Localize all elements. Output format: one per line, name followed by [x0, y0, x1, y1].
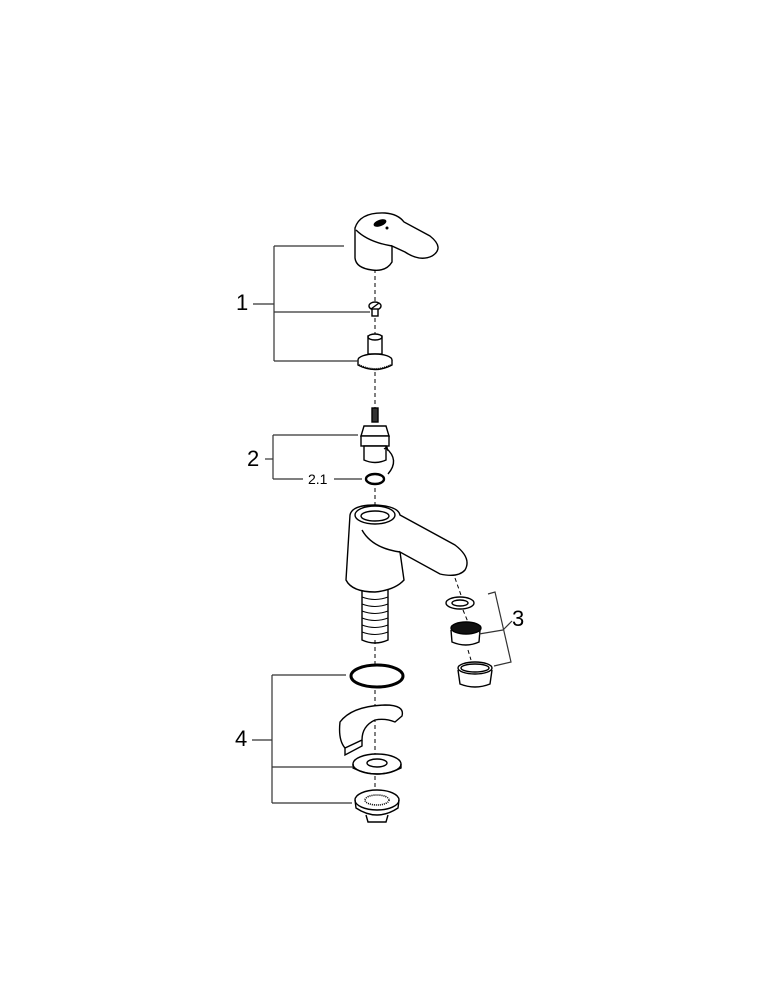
callout-label-1: 1 — [236, 290, 249, 315]
aerator-housing-part — [457, 661, 493, 688]
horseshoe-washer-part — [338, 704, 404, 757]
center-axis — [374, 262, 472, 790]
callout-label-3: 3 — [512, 606, 525, 631]
callout-brackets — [252, 245, 513, 804]
callout-label-4: 4 — [235, 726, 248, 751]
flat-washer-part — [352, 753, 402, 775]
o-ring-4 — [349, 663, 405, 689]
lever-handle-part — [354, 212, 439, 272]
aerator-washer-part — [445, 596, 475, 610]
handle-adapter-part — [357, 333, 393, 371]
cartridge-part — [360, 407, 395, 475]
handle-screw-part — [368, 301, 382, 317]
aerator-insert-part — [450, 621, 482, 646]
callout-label-2-1: 2.1 — [305, 472, 331, 486]
tap-body-part — [345, 504, 468, 644]
callout-label-2: 2 — [247, 446, 260, 471]
o-ring-2-1 — [364, 472, 386, 486]
fixing-nut-part — [354, 789, 400, 823]
